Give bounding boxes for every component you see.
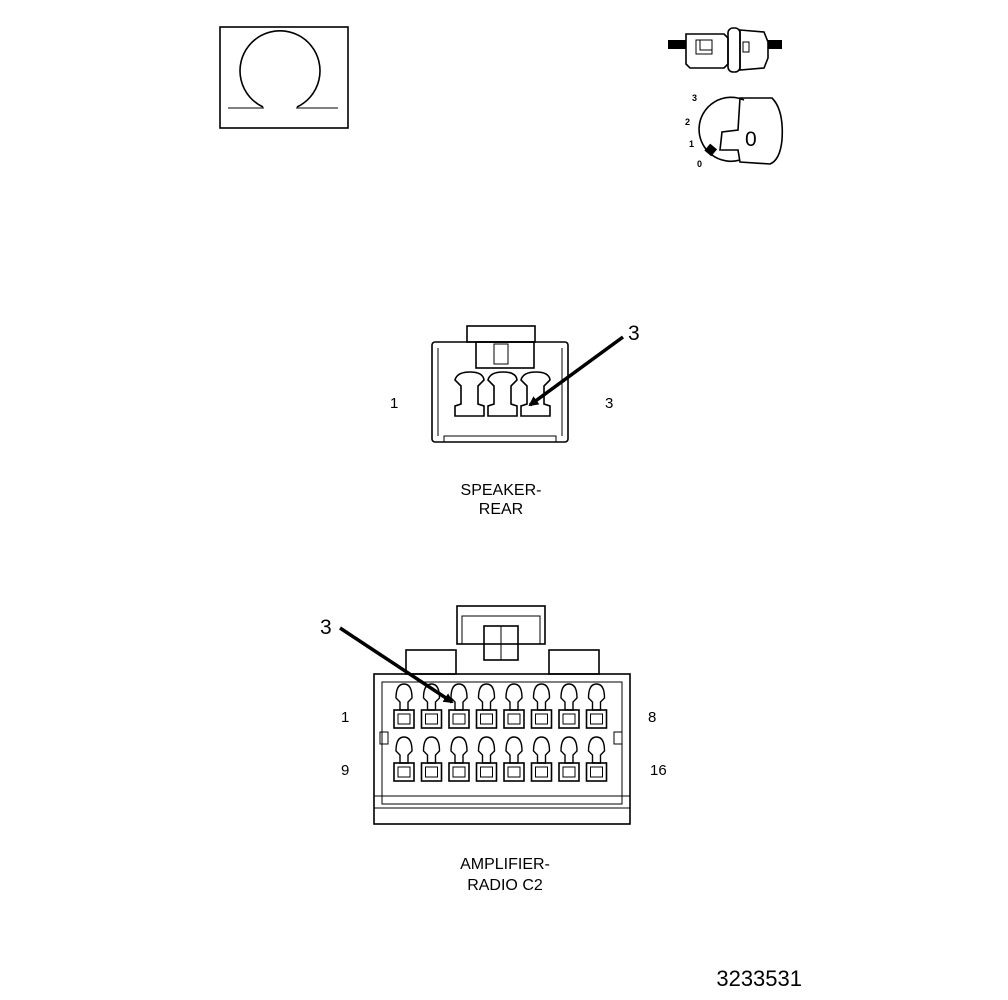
figure-id: 3233531 <box>716 966 802 991</box>
key-position-3: 3 <box>692 93 697 103</box>
amp-pin-9-label: 9 <box>341 762 349 779</box>
terminal-cavity <box>448 683 470 729</box>
amp-caption-line1: AMPLIFIER- <box>460 856 550 873</box>
speaker-caption-line1: SPEAKER- <box>461 482 542 499</box>
terminal-cavity <box>393 683 415 729</box>
terminal-cavity <box>420 736 443 782</box>
terminal-cavity <box>475 683 498 729</box>
speaker-rear-connector <box>431 325 569 443</box>
amp-callout-arrow <box>339 626 454 704</box>
amp-callout-number: 3 <box>320 616 332 639</box>
key-label: 0 <box>745 128 757 151</box>
terminal-cavity <box>420 683 443 729</box>
terminal-cavity <box>530 736 553 782</box>
amp-caption-line2: RADIO C2 <box>467 877 543 894</box>
terminal-cavity <box>585 683 608 729</box>
key-position-1: 1 <box>689 139 694 149</box>
terminal-cavity <box>475 736 498 782</box>
ohm-symbol-icon <box>219 26 349 129</box>
ignition-key-icon: 3 2 1 0 0 <box>685 93 784 169</box>
speaker-pin-1-label: 1 <box>390 395 398 412</box>
amplifier-radio-connector <box>373 605 631 825</box>
speaker-caption-line2: REAR <box>479 501 523 518</box>
terminal-cavity <box>503 683 525 729</box>
connector-disconnect-icon <box>668 27 782 73</box>
terminal-cavity <box>393 736 415 782</box>
terminal-cavity <box>448 736 470 782</box>
terminal-cavity <box>585 736 608 782</box>
key-position-0: 0 <box>697 159 702 169</box>
terminal-cavity <box>558 683 580 729</box>
speaker-pin-3-label: 3 <box>605 395 613 412</box>
speaker-callout-arrow <box>528 335 625 407</box>
amplifier-cavity-grid <box>393 683 608 782</box>
amp-pin-16-label: 16 <box>650 762 667 779</box>
terminal-cavity <box>530 683 553 729</box>
terminal-cavity <box>558 736 580 782</box>
terminal-cavity <box>503 736 525 782</box>
key-position-2: 2 <box>685 117 690 127</box>
speaker-callout-number: 3 <box>628 322 640 345</box>
amp-pin-8-label: 8 <box>648 709 656 726</box>
amp-pin-1-label: 1 <box>341 709 349 726</box>
